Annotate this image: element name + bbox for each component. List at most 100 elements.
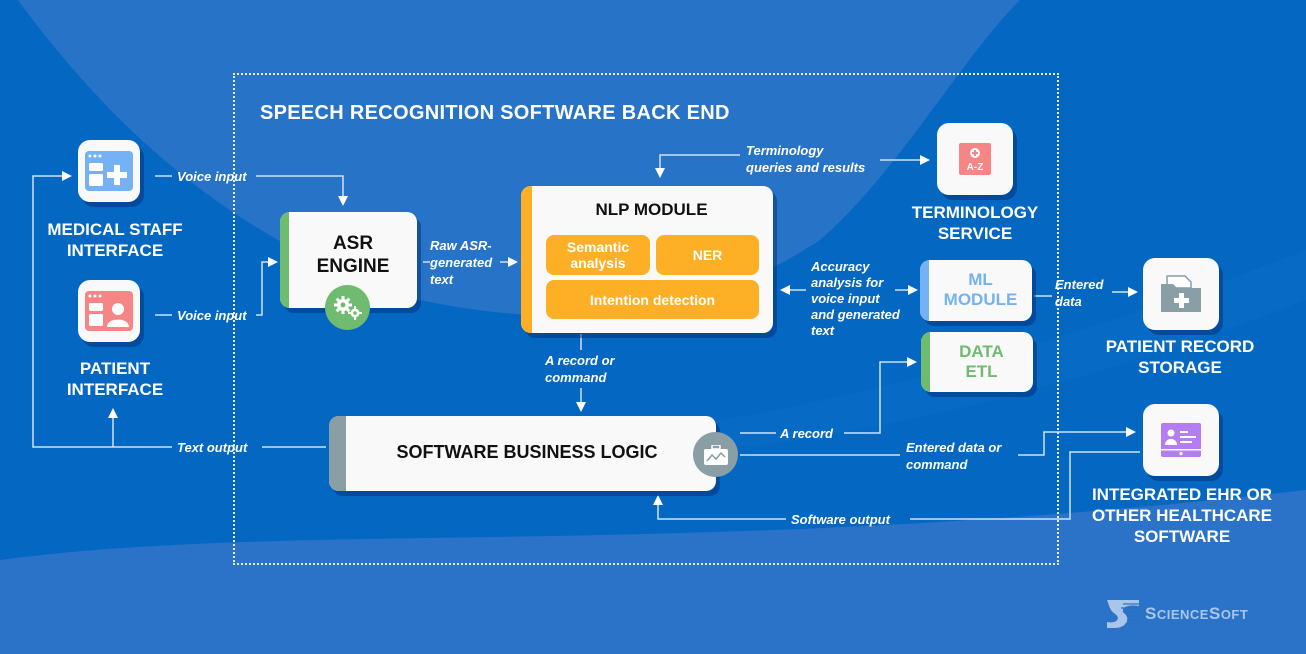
business-accent-bar (329, 416, 346, 491)
wordmark-part: OFT (1220, 607, 1249, 622)
label-line: TERMINOLOGY (911, 203, 1039, 222)
wire-record-b (844, 357, 917, 434)
label-line: SOFTWARE (1133, 527, 1231, 546)
wordmark-part: CIENCE (1156, 607, 1209, 622)
medical-folder-icon (1161, 275, 1201, 312)
flow-label-voice-input-staff: Voice input (177, 169, 247, 184)
backend-boundary-frame (233, 73, 1059, 565)
data-etl-card[interactable]: DATA ETL (921, 332, 1033, 392)
medical-staff-interface-label: MEDICAL STAFF INTERFACE (40, 219, 190, 261)
integrated-ehr-label: INTEGRATED EHR OR OTHER HEALTHCARE SOFTW… (1072, 484, 1292, 547)
chip-line: Semantic (566, 239, 630, 255)
chip-line: analysis (570, 255, 626, 271)
flow-label-record-or-command: A record or command (545, 352, 615, 386)
title-line: ASR (332, 233, 374, 254)
ml-module-title: ML MODULE (929, 270, 1032, 310)
patient-interface-node[interactable] (78, 280, 140, 342)
gears-icon (325, 285, 370, 330)
terminology-service-label: TERMINOLOGY SERVICE (895, 202, 1055, 244)
ml-module-card[interactable]: ML MODULE (920, 260, 1032, 321)
flow-label-line: and generated (811, 307, 900, 322)
medical-staff-interface-node[interactable] (78, 140, 140, 202)
wire-terminology-a (655, 154, 740, 178)
etl-accent-bar (921, 332, 930, 392)
title-line: ETL (965, 362, 998, 381)
nlp-module-title: NLP MODULE (595, 200, 708, 219)
asr-engine-title: ASR ENGINE (289, 232, 417, 278)
label-line: PATIENT (79, 359, 151, 378)
label-line: SERVICE (937, 224, 1013, 243)
label-line: INTEGRATED EHR OR (1091, 485, 1273, 504)
title-line: ENGINE (316, 256, 390, 277)
ml-accent-bar (920, 260, 929, 321)
flow-label-line: A record or (545, 353, 615, 368)
wire-staff-voice-b (256, 175, 348, 206)
flow-label-line: text (811, 323, 835, 338)
flow-label-line: analysis for (811, 275, 884, 290)
wire-software-output-a (910, 451, 1140, 520)
flow-label-line: Raw ASR- (430, 238, 492, 253)
bg-wave-mid (720, 250, 1306, 450)
profile-monitor-icon (1161, 423, 1201, 457)
wordmark-part: S (1145, 604, 1157, 623)
wire-entered-cmd-b (1018, 427, 1136, 456)
nlp-accent-bar (521, 186, 532, 333)
flow-label-line: voice input (811, 291, 880, 306)
flow-label-a-record: A record (780, 426, 833, 441)
briefcase-chart-icon (693, 432, 738, 477)
wire-patient-voice-b (256, 257, 278, 316)
wire-software-output-b (653, 495, 786, 520)
medical-window-plus-icon (85, 151, 133, 191)
title-line: ML (968, 270, 993, 289)
asr-accent-bar (280, 212, 289, 308)
patient-interface-label: PATIENT INTERFACE (40, 358, 190, 400)
flow-label-line: Entered (1055, 277, 1104, 292)
patient-window-person-icon (85, 291, 133, 331)
integrated-ehr-node[interactable] (1143, 404, 1219, 476)
label-line: STORAGE (1138, 358, 1222, 377)
backend-title: SPEECH RECOGNITION SOFTWARE BACK END (260, 102, 730, 124)
a-z-text: A-Z (967, 162, 984, 173)
software-business-logic-title: SOFTWARE BUSINESS LOGIC (396, 442, 658, 462)
patient-record-storage-label: PATIENT RECORD STORAGE (1080, 336, 1280, 378)
flow-label-terminology: Terminology queries and results (746, 142, 865, 176)
bg-wave-bottom (0, 490, 1306, 654)
label-line: OTHER HEALTHCARE (1091, 506, 1273, 525)
flow-label-software-output: Software output (791, 512, 890, 527)
flow-label-accuracy: Accuracy analysis for voice input and ge… (811, 259, 900, 339)
chip-ner[interactable]: NER (656, 235, 759, 275)
flow-label-line: data (1055, 294, 1082, 309)
flow-label-voice-input-patient: Voice input (177, 308, 247, 323)
patient-record-storage-node[interactable] (1143, 258, 1219, 330)
flow-label-line: Entered data or (906, 440, 1002, 455)
sciencesoft-logo-icon (1107, 600, 1139, 628)
title-line: DATA (959, 342, 1004, 361)
software-business-logic-card[interactable]: SOFTWARE BUSINESS LOGIC (329, 416, 716, 491)
label-line: PATIENT RECORD (1105, 337, 1255, 356)
flow-label-line: Terminology (746, 143, 824, 158)
chip-intention-detection[interactable]: Intention detection (546, 280, 759, 319)
flow-label-line: Accuracy (811, 259, 870, 274)
label-line: INTERFACE (66, 380, 164, 399)
flow-label-entered-data: Entered data (1055, 276, 1103, 310)
flow-label-line: text (430, 272, 454, 287)
flow-label-raw-asr: Raw ASR- generated text (430, 237, 492, 288)
flow-label-entered-data-or-command: Entered data or command (906, 439, 1001, 473)
wordmark-part: S (1208, 604, 1221, 623)
flow-label-line: command (906, 457, 968, 472)
a-z-dictionary-icon: A-Z (959, 143, 991, 175)
label-line: INTERFACE (66, 241, 164, 260)
label-line: MEDICAL STAFF (47, 220, 183, 239)
data-etl-title: DATA ETL (930, 342, 1033, 382)
flow-label-line: generated (430, 255, 493, 270)
wire-text-output-b (32, 171, 172, 448)
title-line: MODULE (943, 290, 1018, 309)
terminology-service-node[interactable]: A-Z (937, 123, 1013, 195)
flow-label-line: queries and results (746, 160, 866, 175)
sciencesoft-logo: SCIENCESOFT (1107, 598, 1248, 630)
flow-label-line: command (545, 370, 607, 385)
